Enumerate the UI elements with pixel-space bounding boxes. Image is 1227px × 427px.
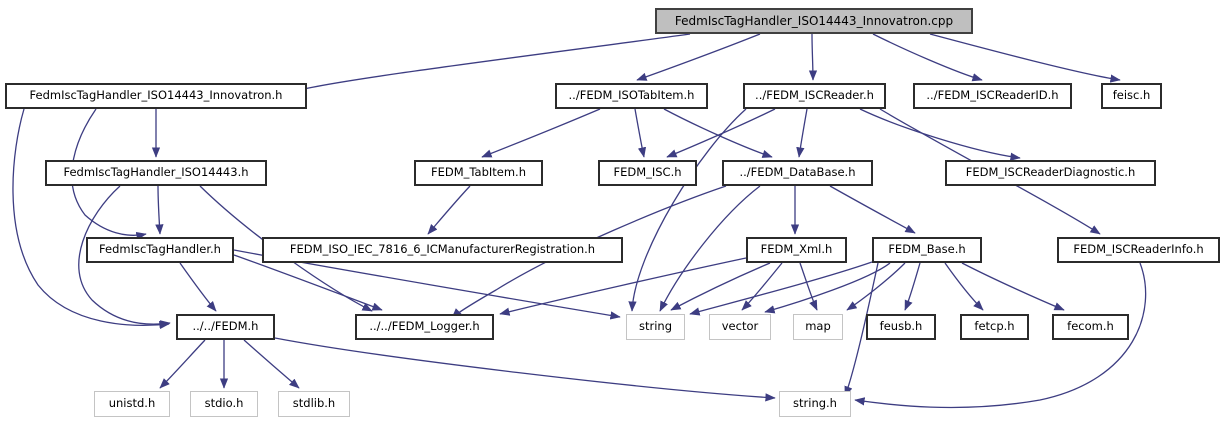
node-label-taghandler: FedmIscTagHandler.h (99, 242, 221, 257)
node-label-string: string (638, 319, 672, 334)
edge-isotab-to-database (663, 108, 773, 158)
node-vector[interactable]: vector (709, 314, 771, 340)
edge-iscreader-to-database (796, 108, 808, 158)
node-label-xml: FEDM_Xml.h (760, 242, 833, 257)
node-label-base: FEDM_Base.h (888, 242, 966, 257)
node-label-innov_h: FedmIscTagHandler_ISO14443_Innovatron.h (29, 88, 283, 103)
edge-base-to-string_h (844, 262, 879, 397)
node-feusb[interactable]: feusb.h (866, 314, 936, 340)
node-logger[interactable]: ../../FEDM_Logger.h (355, 314, 494, 340)
edge-root-to-isotab (636, 33, 761, 81)
node-iso14443_h[interactable]: FedmIscTagHandler_ISO14443.h (45, 160, 267, 186)
node-label-logger: ../../FEDM_Logger.h (369, 319, 480, 334)
edge-isotab-to-fedm_isc (634, 108, 647, 158)
edge-iso14443_h-to-taghandler (155, 185, 164, 235)
node-label-unistd: unistd.h (108, 396, 156, 411)
node-feisc[interactable]: feisc.h (1101, 83, 1162, 109)
node-label-diagnostic: FEDM_ISCReaderDiagnostic.h (965, 165, 1136, 180)
node-label-isotab: ../FEDM_ISOTabItem.h (568, 88, 695, 103)
node-database[interactable]: ../FEDM_DataBase.h (722, 160, 873, 186)
node-label-iscreader: ../FEDM_ISCReader.h (755, 88, 874, 103)
edge-xml-to-vector (741, 262, 783, 311)
node-label-stdlib: stdlib.h (292, 396, 336, 411)
node-unistd[interactable]: unistd.h (94, 391, 170, 417)
node-readerinfo[interactable]: FEDM_ISCReaderInfo.h (1057, 237, 1220, 263)
edge-iscreader-to-fedm_isc (666, 108, 776, 158)
node-label-iso14443_h: FedmIscTagHandler_ISO14443.h (63, 165, 249, 180)
node-xml[interactable]: FEDM_Xml.h (746, 237, 847, 263)
edge-database-to-string (659, 185, 761, 312)
edge-iscreader-to-diagnostic (859, 108, 1021, 161)
edge-readerinfo-to-string_h (854, 262, 1147, 409)
node-label-database: ../FEDM_DataBase.h (739, 165, 856, 180)
edge-fedm_h-to-stdlib (243, 339, 300, 389)
node-label-iscreaderid: ../FEDM_ISCReaderID.h (926, 88, 1059, 103)
node-fetcp[interactable]: fetcp.h (960, 314, 1029, 340)
edge-isotab-to-tabitem (481, 108, 601, 158)
edge-root-to-innov_h (291, 33, 691, 94)
node-fedm_h[interactable]: ../../FEDM.h (176, 314, 275, 340)
edge-xml-to-logger (499, 257, 747, 316)
edge-taghandler-to-logger (233, 254, 383, 311)
edge-base-to-string (689, 261, 873, 316)
edge-database-to-logger (451, 185, 727, 319)
edge-xml-to-string (670, 262, 771, 311)
node-label-string_h: string.h (793, 396, 837, 411)
node-string_h[interactable]: string.h (779, 391, 851, 417)
node-label-stdio: stdio.h (204, 396, 244, 411)
node-label-tabitem: FEDM_TabItem.h (431, 165, 526, 180)
node-label-feisc: feisc.h (1112, 88, 1151, 103)
edge-paths (12, 33, 1147, 409)
edge-taghandler-to-fedm_h (179, 262, 217, 312)
node-stdio[interactable]: stdio.h (190, 391, 258, 417)
node-label-fetcp: fetcp.h (974, 319, 1015, 334)
edge-root-to-feisc (929, 33, 1121, 83)
node-label-readerinfo: FEDM_ISCReaderInfo.h (1073, 242, 1204, 257)
edge-base-to-vector (764, 262, 891, 314)
node-map[interactable]: map (793, 314, 843, 340)
edge-root-to-iscreader (808, 33, 818, 81)
node-iscreader[interactable]: ../FEDM_ISCReader.h (743, 83, 886, 109)
node-label-feusb: feusb.h (879, 319, 923, 334)
edge-xml-to-map (799, 262, 818, 311)
node-taghandler[interactable]: FedmIscTagHandler.h (86, 237, 234, 263)
node-fedm_isc[interactable]: FEDM_ISC.h (598, 160, 697, 186)
node-label-fedm_h: ../../FEDM.h (192, 319, 259, 334)
edge-base-to-fetcp (944, 262, 984, 311)
edge-base-to-fecom (961, 262, 1065, 311)
node-icmanuf[interactable]: FEDM_ISO_IEC_7816_6_ICManufacturerRegist… (262, 237, 623, 263)
node-innov_h[interactable]: FedmIscTagHandler_ISO14443_Innovatron.h (5, 83, 307, 109)
node-label-vector: vector (721, 319, 759, 334)
node-label-fecom: fecom.h (1067, 319, 1114, 334)
node-label-map: map (805, 319, 831, 334)
node-label-root: FedmIscTagHandler_ISO14443_Innovatron.cp… (674, 14, 954, 28)
node-base[interactable]: FEDM_Base.h (872, 237, 982, 263)
edge-base-to-feusb (904, 262, 921, 311)
node-iscreaderid[interactable]: ../FEDM_ISCReaderID.h (913, 83, 1072, 109)
node-fecom[interactable]: fecom.h (1052, 314, 1129, 340)
node-string[interactable]: string (626, 314, 685, 340)
edge-innov_h-to-fedm_h (12, 108, 170, 330)
node-label-icmanuf: FEDM_ISO_IEC_7816_6_ICManufacturerRegist… (289, 242, 596, 257)
node-stdlib[interactable]: stdlib.h (278, 391, 350, 417)
edge-root-to-iscreaderid (872, 33, 983, 82)
edge-iso14443_h-to-fedm_h (78, 185, 171, 329)
node-tabitem[interactable]: FEDM_TabItem.h (414, 160, 543, 186)
node-label-fedm_isc: FEDM_ISC.h (613, 165, 682, 180)
node-diagnostic[interactable]: FEDM_ISCReaderDiagnostic.h (945, 160, 1156, 186)
node-root: FedmIscTagHandler_ISO14443_Innovatron.cp… (655, 8, 973, 34)
edge-iscreader-to-string (628, 108, 747, 312)
edge-innov_h-to-taghandler (71, 108, 147, 241)
edge-base-to-map (846, 262, 906, 311)
node-isotab[interactable]: ../FEDM_ISOTabItem.h (555, 83, 708, 109)
edge-tabitem-to-icmanuf (427, 185, 471, 235)
edge-database-to-base (829, 185, 916, 234)
edge-fedm_h-to-unistd (159, 339, 206, 389)
edge-fedm_h-to-string_h (274, 337, 776, 402)
